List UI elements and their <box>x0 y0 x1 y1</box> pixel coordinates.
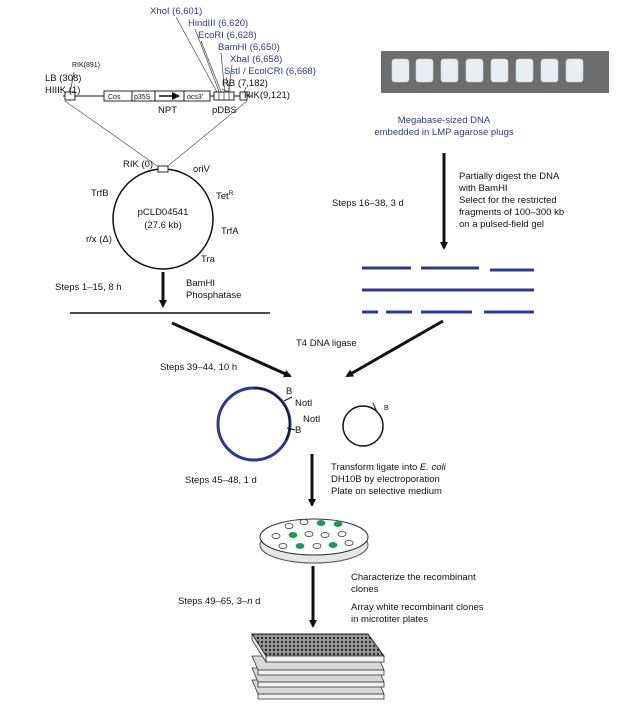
site-xbai: XbaI (6,658) <box>230 54 282 65</box>
trfb-label: TrfB <box>91 188 109 199</box>
transform-line-1: Transform ligate into E. coli <box>331 462 447 473</box>
ocs3-label: ocs3' <box>187 94 203 101</box>
phosphatase-label: Phosphatase <box>186 290 241 301</box>
pdbs-label: pDBS <box>212 105 237 116</box>
characterize-line-2: clones <box>351 584 379 595</box>
plugs-caption-1: Megabase-sized DNA <box>398 115 491 126</box>
plasmid-name: pCLD04541 <box>138 207 189 218</box>
site-hindiii: HindIII (6,620) <box>188 18 248 29</box>
lb-border-box <box>64 91 76 101</box>
step-49-65: Steps 49–65, 3–n d <box>178 596 260 607</box>
ligase-label: T4 DNA ligase <box>296 338 357 349</box>
b-site-1: B <box>286 386 292 397</box>
empty-vector-circle <box>342 405 384 447</box>
rx-label: r/x (Δ) <box>86 234 112 245</box>
step-1-15: Steps 1–15, 8 h <box>55 282 122 293</box>
petri-dish <box>259 518 369 564</box>
tet-label: TetR <box>216 190 234 202</box>
array-line-2: in microtiter plates <box>351 614 428 625</box>
step-45-48: Steps 45–48, 1 d <box>185 475 257 486</box>
hiiik-label: HIIIK (1) <box>45 85 80 96</box>
b-site-2: B <box>295 425 301 436</box>
site-leader-lines <box>69 16 247 96</box>
site-bamhi: BamHI (6,650) <box>218 42 280 53</box>
rb-label: RB (7,182) <box>222 78 268 89</box>
dna-fragments <box>362 266 534 314</box>
trfa-label: TrfA <box>221 226 239 237</box>
noti-site-2: NotI <box>303 414 320 425</box>
noti-site-1: NotI <box>295 398 312 409</box>
plate-1 <box>251 632 385 664</box>
empty-vector: B <box>342 402 389 447</box>
array-line-1: Array white recombinant clones <box>351 602 484 613</box>
digest-line-4: fragments of 100–300 kb <box>459 207 564 218</box>
b-site-small: B <box>384 405 389 412</box>
ocs3-box <box>183 90 211 102</box>
plugs-caption-2: embedded in LMP agarose plugs <box>374 127 514 138</box>
site-ssti: SstI / EcolCRI (6,668) <box>224 66 316 77</box>
rik0-label: RIK (0) <box>123 159 153 170</box>
step-39-44: Steps 39–44, 10 h <box>160 362 237 373</box>
p35s-label: p35S <box>134 94 151 101</box>
tra-label: Tra <box>201 254 216 265</box>
digest-line-1: Partially digest the DNA <box>459 171 560 182</box>
bamhi-label: BamHI <box>186 278 215 289</box>
vector-map: XhoI (6,601) HindIII (6,620) EcoRI (6,62… <box>45 6 316 116</box>
step-16-38: Steps 16–38, 3 d <box>332 198 404 209</box>
arrow-insert-to-ligation <box>345 319 444 378</box>
digest-line-3: Select for the restricted <box>459 195 557 206</box>
rik891-label: RIK(891) <box>72 62 100 69</box>
oriv-label: oriV <box>193 164 211 175</box>
npt-label: NPT <box>158 105 177 116</box>
digest-line-2: with BamHI <box>458 183 508 194</box>
lb-label: LB (308) <box>45 73 81 84</box>
transform-line-3: Plate on selective medium <box>331 486 442 497</box>
digest-line-5: on a pulsed-field gel <box>459 219 544 230</box>
site-xhoi: XhoI (6,601) <box>150 6 202 17</box>
rik9121-label: RIK(9,121) <box>244 90 290 101</box>
site-ecori: EcoRI (6,628) <box>198 30 257 41</box>
arrow-vector-to-ligation <box>171 321 292 378</box>
cos-label: Cos <box>108 94 121 101</box>
transform-line-2: DH10B by electroporation <box>331 474 440 485</box>
colonies <box>271 519 354 550</box>
plasmid-map: RIK (0) oriV TrfB TetR pCLD04541 (27.6 k… <box>86 159 239 270</box>
microtiter-plate-stack <box>251 632 385 700</box>
agarose-plugs <box>381 51 609 93</box>
rb-border-box <box>239 91 248 101</box>
plasmid-circle <box>112 168 214 270</box>
characterize-line-1: Characterize the recombinant <box>351 572 476 583</box>
recombinant-construct: B NotI NotI B <box>216 386 320 462</box>
plasmid-size: (27.6 kb) <box>144 220 182 231</box>
